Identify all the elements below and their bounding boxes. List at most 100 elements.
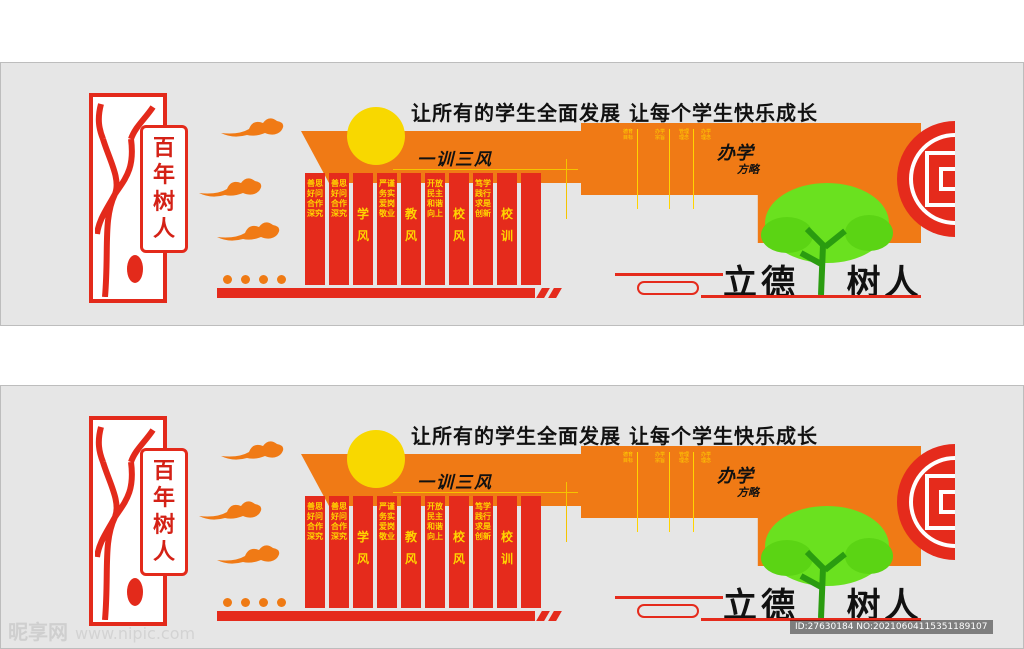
column: 校风 xyxy=(449,173,469,285)
base-bar xyxy=(217,288,535,298)
watermark-url: www.nipic.com xyxy=(74,624,196,643)
column-text: 善思好问合作深究 xyxy=(331,179,347,218)
motto-sub: 方略 xyxy=(737,163,759,176)
tree-frame: 百 年 树 人 xyxy=(89,416,188,626)
column-text: 善思好问合作深究 xyxy=(307,179,323,218)
dot xyxy=(223,598,232,607)
motto: 办学 xyxy=(717,466,753,487)
plaque-char: 树 xyxy=(152,189,175,215)
column-title: 校训 xyxy=(500,530,513,566)
column-text: 开放民主和谐向上 xyxy=(427,179,443,218)
watermark-id: ID:27630184 NO:20210604115351189107 xyxy=(790,620,993,634)
medallion-icon xyxy=(897,121,955,237)
subtitle: 一训三风 xyxy=(417,473,493,493)
watermark-left: 昵享网 www.nipic.com xyxy=(8,616,195,645)
cloud-icon xyxy=(221,441,284,460)
dot xyxy=(277,598,286,607)
cloud-icon xyxy=(221,118,284,137)
dot xyxy=(277,275,286,284)
sun-icon xyxy=(347,430,405,488)
slogan: 让所有的学生全面发展 让每个学生快乐成长 xyxy=(411,101,818,125)
base-stripe xyxy=(548,288,562,298)
column: 学风 xyxy=(353,496,373,608)
motto: 办学 xyxy=(717,143,753,164)
slogan: 让所有的学生全面发展 让每个学生快乐成长 xyxy=(411,424,818,448)
cloud-icon xyxy=(199,501,262,520)
watermark-brand: 昵享网 xyxy=(8,620,68,644)
column-title: 教风 xyxy=(404,530,417,566)
cloud-icon xyxy=(199,178,262,197)
tree-frame: 百 年 树 人 xyxy=(89,93,188,303)
content-divider xyxy=(669,129,670,209)
column-title: 学风 xyxy=(356,530,369,566)
content-divider xyxy=(693,129,694,209)
column: 校风 xyxy=(449,496,469,608)
column-group: 善思好问合作深究 善思好问合作深究 学风 严谨务实爱岗敬业 教风 开放民主和谐向… xyxy=(305,173,545,285)
dot xyxy=(241,275,250,284)
column: 学风 xyxy=(353,173,373,285)
content-heading: 管理理念 xyxy=(679,452,690,464)
column: 开放民主和谐向上 xyxy=(425,173,445,285)
column: 教风 xyxy=(401,496,421,608)
content-heading: 德育目标 xyxy=(623,129,634,141)
plaque-char: 人 xyxy=(152,539,175,565)
column: 善思好问合作深究 xyxy=(329,173,349,285)
column: 开放民主和谐向上 xyxy=(425,496,445,608)
scroll-roll-icon xyxy=(637,281,699,295)
column: 笃学践行求是创新 xyxy=(473,173,493,285)
content-heading: 管理理念 xyxy=(679,129,690,141)
column-text: 严谨务实爱岗敬业 xyxy=(379,179,395,218)
green-tree-icon xyxy=(761,183,893,295)
column-title: 校训 xyxy=(500,207,513,243)
plaque-char: 百 xyxy=(152,135,175,161)
column-group: 善思好问合作深究 善思好问合作深究 学风 严谨务实爱岗敬业 教风 开放民主和谐向… xyxy=(305,496,545,608)
column-text: 笃学践行求是创新 xyxy=(475,502,491,541)
content-heading: 办学理念 xyxy=(701,129,712,141)
wall-design-panel: 百 年 树 人 让所有的学生全面发展 让每个学生快乐成长 一训三风 善思好问合作… xyxy=(0,385,1024,649)
green-tree-icon xyxy=(761,506,893,618)
plaque-char: 年 xyxy=(152,485,175,511)
column: 校训 xyxy=(497,496,517,608)
scroll-roll-icon xyxy=(637,604,699,618)
divider xyxy=(393,169,578,170)
column: 教风 xyxy=(401,173,421,285)
content-divider xyxy=(669,452,670,532)
tree-silhouette-icon xyxy=(95,103,156,297)
content-divider xyxy=(637,129,638,209)
content-heading: 德育目标 xyxy=(623,452,634,464)
scroll-line xyxy=(701,618,921,621)
divider xyxy=(393,492,578,493)
scroll-line xyxy=(615,273,723,276)
column: 严谨务实爱岗敬业 xyxy=(377,496,397,608)
divider xyxy=(566,159,567,219)
dot xyxy=(223,275,232,284)
column-text: 开放民主和谐向上 xyxy=(427,502,443,541)
subtitle: 一训三风 xyxy=(417,150,493,170)
column-text: 善思好问合作深究 xyxy=(307,502,323,541)
plaque-char: 百 xyxy=(152,458,175,484)
column-text: 严谨务实爱岗敬业 xyxy=(379,502,395,541)
column-title: 教风 xyxy=(404,207,417,243)
column xyxy=(521,173,541,285)
plaque-char: 年 xyxy=(152,162,175,188)
content-divider xyxy=(693,452,694,532)
column: 校训 xyxy=(497,173,517,285)
column: 善思好问合作深究 xyxy=(305,173,325,285)
plaque-char: 人 xyxy=(152,216,175,242)
base-stripe xyxy=(548,611,562,621)
column-text: 善思好问合作深究 xyxy=(331,502,347,541)
scroll-line xyxy=(615,596,723,599)
column: 善思好问合作深究 xyxy=(305,496,325,608)
column-text: 笃学践行求是创新 xyxy=(475,179,491,218)
content-heading: 办学宗旨 xyxy=(655,129,666,141)
column: 笃学践行求是创新 xyxy=(473,496,493,608)
column-title: 校风 xyxy=(452,207,465,243)
cloud-icon xyxy=(217,222,280,241)
plaque-char: 树 xyxy=(152,512,175,538)
wall-design-panel: 百 年 树 人 让所有的学生全面发展 让每个学生快乐成长 一训三风 善思好问合作… xyxy=(0,62,1024,326)
content-heading: 办学宗旨 xyxy=(655,452,666,464)
base-bar xyxy=(217,611,535,621)
content-divider xyxy=(637,452,638,532)
column: 善思好问合作深究 xyxy=(329,496,349,608)
plaque: 百 年 树 人 xyxy=(140,125,188,253)
